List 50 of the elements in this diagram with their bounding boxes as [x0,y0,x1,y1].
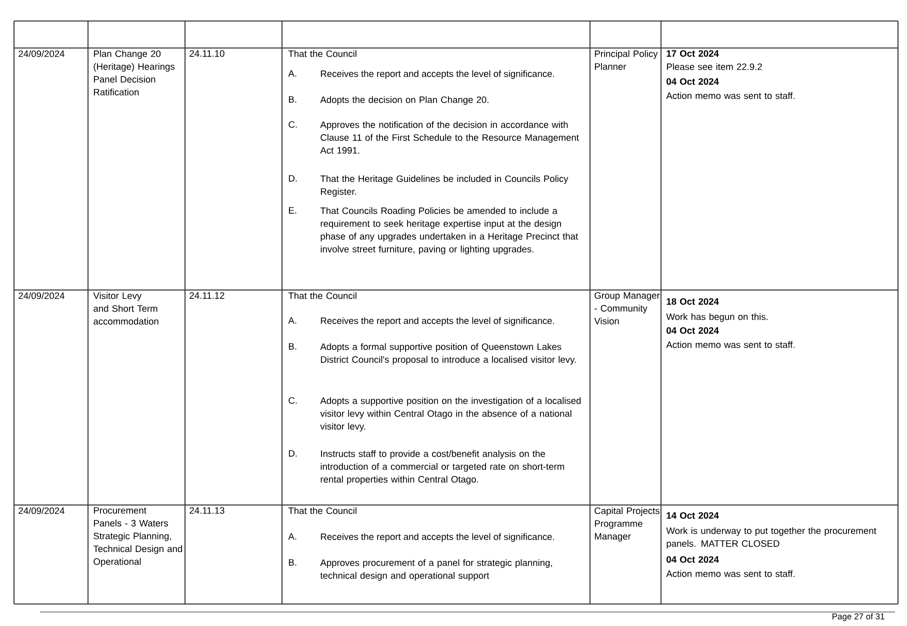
cell-text: Action memo was sent to staff. [666,570,794,578]
cell-text: 24/09/2024 [18,507,64,514]
date-heading: 04 Oct 2024 [666,78,719,85]
cell-text: 24.11.10 [190,50,224,57]
cell-text: 24.11.12 [190,292,224,299]
list-letter: E. [288,207,296,214]
list-letter: B. [288,343,296,350]
cell-text: Capital Projects Programme Manager [594,507,660,542]
cell-text: Approves the notification of the decision in accordance with Clause 11 of the First Schedule to the Resource Management Act 1991. [320,121,579,154]
cell-text: Principal Policy Planner [594,50,658,70]
cell-text: That the Council [288,507,356,514]
cell-text: That the Heritage Guidelines be included in Councils Policy Register. [320,175,568,197]
cell-text: That Councils Roading Policies be amended to include a requirement to seek heritage expertise input at the design phase of any upgrades undertaken in a Heritage Precinct that involve street furniture, paving or lighting upgrades. [320,207,578,254]
cell-text: Work has begun on this. [666,313,768,322]
cell-text: Work is underway to put together the procurement panels. MATTER CLOSED [666,527,876,549]
list-letter: D. [288,450,297,457]
cell-text: Instructs staff to provide a cost/benefit analysis on the introduction of a commercial or targeted rate on short-term rental properties within Central Otago. [320,450,564,484]
list-letter: D. [288,175,297,182]
cell-text: Receives the report and accepts the level of significance. [320,70,554,79]
cell-text: 24/09/2024 [18,50,64,58]
date-heading: 17 Oct 2024 [666,50,719,57]
cell-text: Please see item 22.9.2 [666,63,762,70]
cell-text: Visitor Levy and Short Term accommodation [93,292,158,325]
list-letter: A. [288,70,296,77]
cell-text: Procurement Panels - 3 Waters Strategic Planning, Technical Design and Operational [93,507,182,567]
date-heading: 04 Oct 2024 [666,556,719,563]
cell-text: Receives the report and accepts the level of significance. [320,533,554,542]
cell-text: That the Council [288,292,356,300]
cell-text: Adopts a supportive position on the investigation of a localised visitor levy within Central Otago in the absence of a national visitor levy. [320,397,581,432]
cell-text: Action memo was sent to staff. [666,92,794,100]
list-letter: C. [288,121,297,128]
cell-text: 24/09/2024 [18,292,64,300]
cell-text: Group Manager - Community Vision [594,292,660,324]
list-letter: A. [288,317,296,324]
cell-text: Adopts a formal supportive position of Queenstown Lakes District Council's proposal to introduce a localised visitor levy. [320,343,576,365]
list-letter: C. [288,397,297,404]
list-letter: A. [288,533,296,540]
cell-text: Adopts the decision on Plan Change 20. [320,96,488,105]
date-heading: 14 Oct 2024 [666,512,719,519]
cell-text: That the Council [288,50,356,58]
page-number: Page 27 of 31 [832,613,884,622]
cell-text: Receives the report and accepts the level of significance. [320,317,554,326]
cell-text: Action memo was sent to staff. [666,341,794,348]
cell-text: 24.11.13 [190,507,224,514]
date-heading: 04 Oct 2024 [666,327,719,334]
list-letter: B. [288,559,296,566]
cell-text: Approves procurement of a panel for strategic planning, technical design and operational support [320,559,552,581]
list-letter: B. [288,96,296,103]
cell-text: Plan Change 20 (Heritage) Hearings Panel Decision Ratification [94,50,175,96]
date-heading: 18 Oct 2024 [666,298,719,305]
